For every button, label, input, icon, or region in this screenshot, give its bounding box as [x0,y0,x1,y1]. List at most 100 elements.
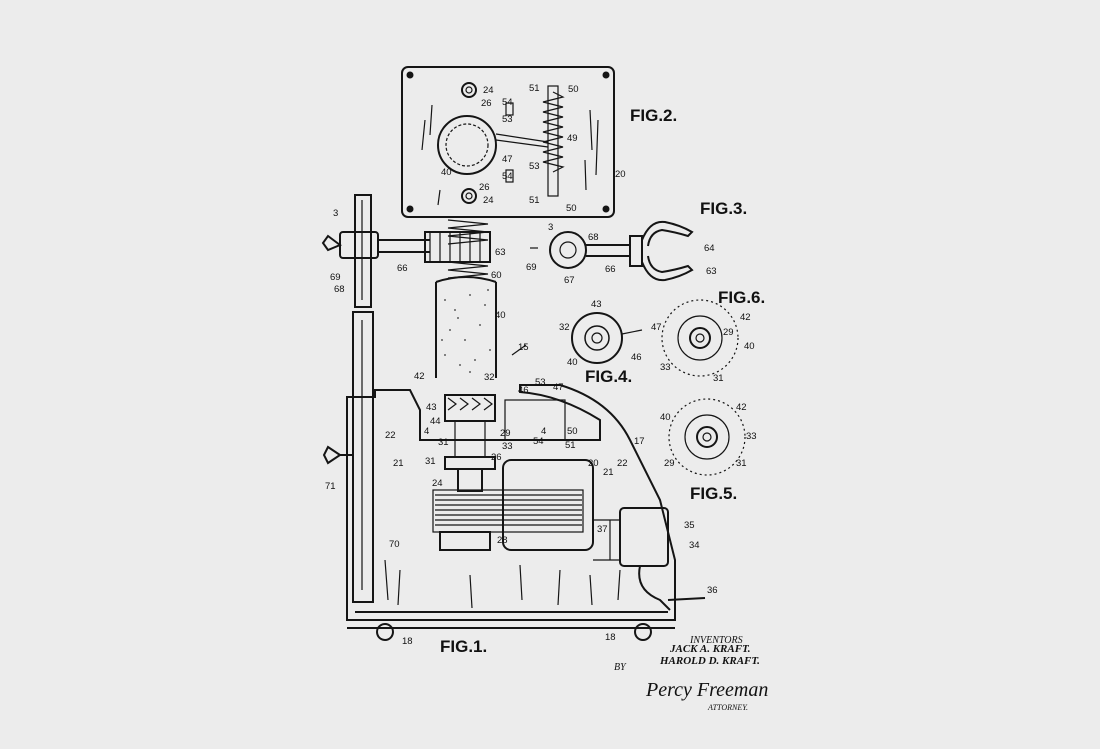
ref-numeral: 54 [502,171,513,182]
ref-numeral: 49 [567,133,578,144]
ref-numeral: 22 [617,458,628,469]
fig4-section [571,312,643,364]
ref-numeral: 40 [495,310,506,321]
ref-numeral: 17 [634,436,645,447]
ref-numeral: 31 [713,373,724,384]
ref-numeral: 42 [740,312,751,323]
ref-numeral: 3 [548,222,553,233]
ref-numeral: 20 [615,169,626,180]
ref-numeral: 4 [424,426,429,437]
ref-numeral: 50 [567,426,578,437]
fig4-label: FIG.4. [585,367,632,386]
ref-numeral: 69 [330,272,341,283]
ref-numeral: 43 [426,402,437,413]
ref-numeral: 44 [430,416,441,427]
inventor-1-name: JACK A. KRAFT. [669,643,751,655]
ref-numeral: 53 [535,377,546,388]
ref-numeral: 40 [660,412,671,423]
ref-numeral: 33 [502,441,513,452]
ref-numeral: 68 [588,232,599,243]
ref-numeral: 28 [497,535,508,546]
ref-numeral: 32 [484,372,495,383]
ref-numeral: 26 [481,98,492,109]
ref-numeral: 63 [706,266,717,277]
ref-numeral: 51 [565,440,576,451]
ref-numeral: 31 [438,437,449,448]
ref-numeral: 40 [744,341,755,352]
ref-numeral: 34 [689,540,700,551]
ref-numeral: 60 [491,270,502,281]
ref-numeral: 66 [397,263,408,274]
ref-numeral: 67 [564,275,575,286]
fig6-section [661,299,739,377]
ref-numeral: 66 [605,264,616,275]
ref-numeral: 24 [483,85,494,96]
attorney-label: ATTORNEY. [707,703,748,712]
ref-numeral: 47 [502,154,513,165]
ref-numeral: 26 [479,182,490,193]
by-label: BY [614,662,627,673]
ref-numeral: 40 [441,167,452,178]
fig1-assembly [321,194,706,641]
fig2-plate [401,66,615,218]
ref-numeral: 24 [483,195,494,206]
ref-numeral: 64 [704,243,715,254]
ref-numeral: 3 [333,208,338,219]
ref-numeral: 29 [723,327,734,338]
ref-numeral: 37 [597,524,608,535]
ref-numeral: 46 [631,352,642,363]
ref-numeral: 18 [605,632,616,643]
ref-numeral: 50 [566,203,577,214]
fig2-label: FIG.2. [630,106,677,125]
ref-numeral: 69 [526,262,537,273]
ref-numeral: 33 [746,431,757,442]
inventor-2-name: HAROLD D. KRAFT. [659,655,760,667]
inventors-heading: INVENTORS [689,635,743,646]
ref-numeral: 21 [393,458,404,469]
fig5-label: FIG.5. [690,484,737,503]
fig1-label: FIG.1. [440,637,487,656]
ref-numeral: 24 [432,478,443,489]
ref-numeral: 54 [502,97,513,108]
ref-numeral: 70 [389,539,400,550]
fig5-section [668,398,746,476]
ref-numeral: 53 [502,114,513,125]
ref-numeral: 32 [559,322,570,333]
ref-numeral: 40 [567,357,578,368]
ref-numeral: 51 [529,83,540,94]
ref-numeral: 63 [495,247,506,258]
fig3-clamp [530,220,694,282]
ref-numeral: 4 [541,426,546,437]
ref-numeral: 31 [425,456,436,467]
ref-numeral: 46 [518,385,529,396]
ref-numeral: 29 [664,458,675,469]
ref-numeral: 31 [736,458,747,469]
ref-numeral: 47 [651,322,662,333]
reference-numerals: 24 26 51 50 54 53 49 47 53 40 54 20 26 2… [325,83,757,647]
ref-numeral: 33 [660,362,671,373]
ref-numeral: 47 [553,382,564,393]
ref-numeral: 43 [591,299,602,310]
fig6-label: FIG.6. [718,288,765,307]
ref-numeral: 18 [402,636,413,647]
ref-numeral: 54 [533,436,544,447]
attorney-signature: Percy Freeman [645,679,768,701]
ref-numeral: 22 [385,430,396,441]
ref-numeral: 71 [325,481,336,492]
ref-numeral: 50 [568,84,579,95]
ref-numeral: 21 [603,467,614,478]
ref-numeral: 42 [414,371,425,382]
ref-numeral: 53 [529,161,540,172]
ref-numeral: 20 [588,458,599,469]
ref-numeral: 68 [334,284,345,295]
ref-numeral: 35 [684,520,695,531]
ref-numeral: 51 [529,195,540,206]
ref-numeral: 15 [518,342,529,353]
ref-numeral: 36 [707,585,718,596]
ref-numeral: 42 [736,402,747,413]
ref-numeral: 29 [500,428,511,439]
ref-numeral: 26 [491,452,502,463]
fig3-label: FIG.3. [700,199,747,218]
